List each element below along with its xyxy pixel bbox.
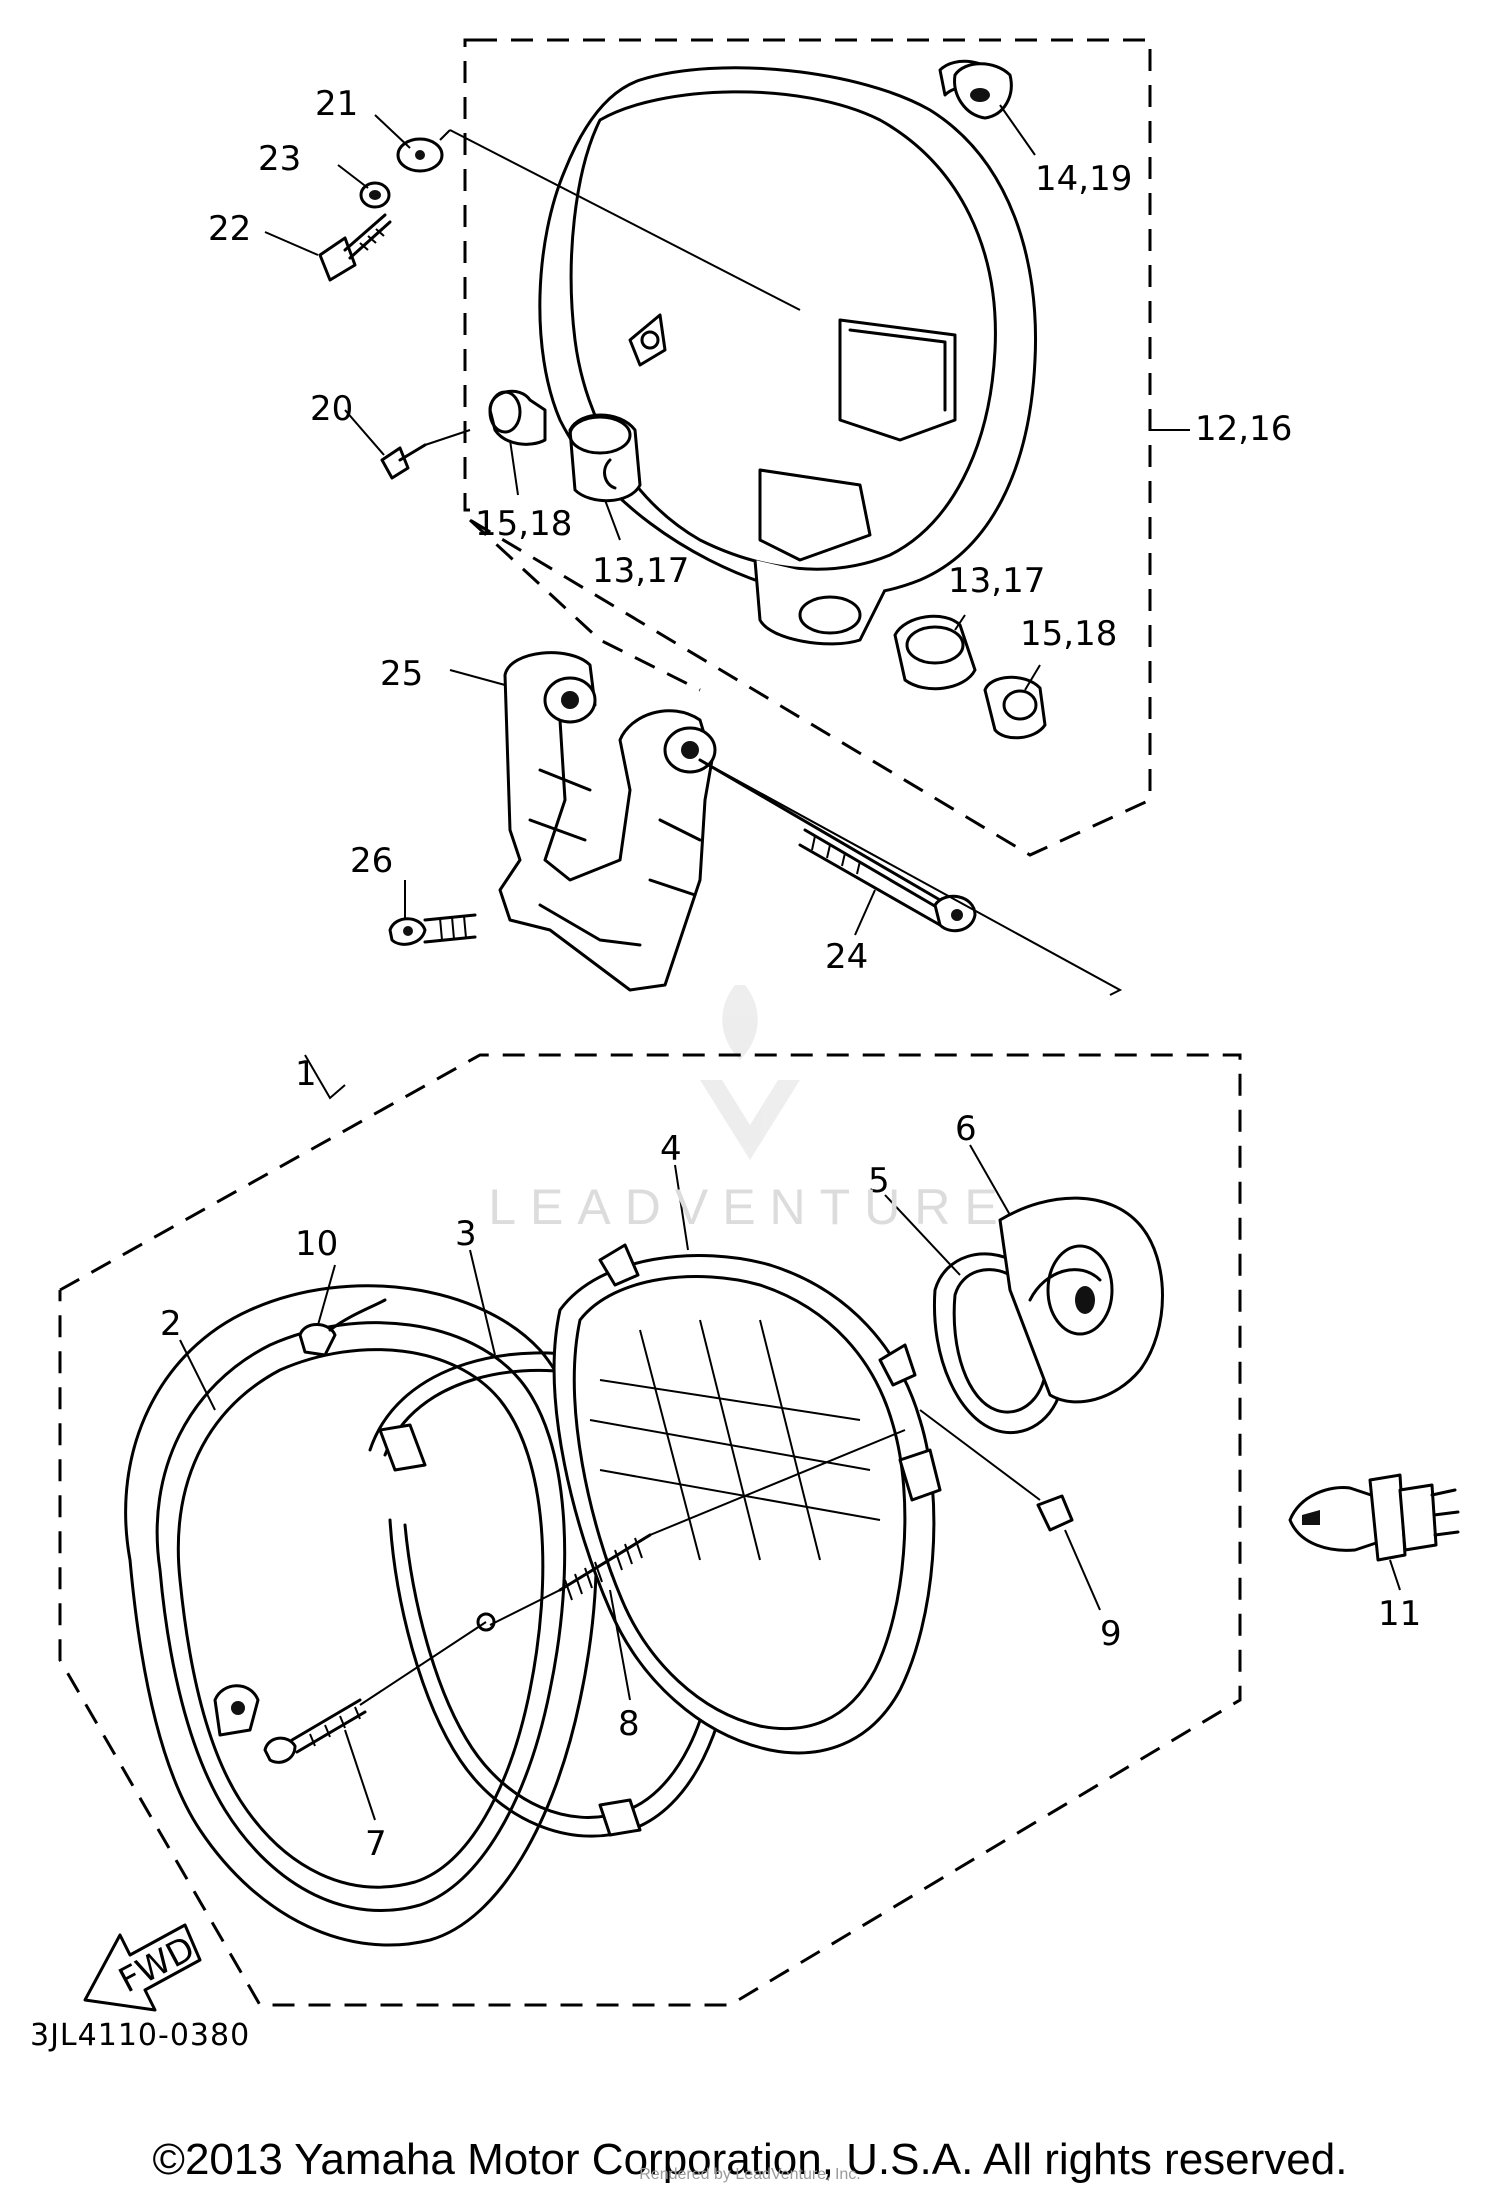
collar-part-15-18-left: [488, 389, 547, 446]
watermark-logo: [700, 985, 800, 1160]
adjusting-screw-part-7: [263, 1621, 487, 1764]
bulb-part-11: [1288, 1473, 1460, 1562]
callout-21: 21: [315, 84, 358, 124]
bolt-part-22: [318, 213, 392, 282]
callout-1: 1: [295, 1054, 317, 1094]
diagram-code: 3JL4110-0380: [30, 2018, 251, 2053]
headlight-housing: [439, 59, 1038, 646]
callout-11: 11: [1378, 1594, 1421, 1634]
bolt-part-24: [698, 758, 1123, 996]
clip-part-10: [298, 1298, 387, 1357]
socket-cover-part-6: [998, 1196, 1164, 1404]
clip-part-9: [919, 1409, 1074, 1532]
callout-8: 8: [618, 1704, 640, 1744]
damper-part-13-17-left: [568, 413, 642, 503]
callout-24: 24: [825, 937, 868, 977]
callout-leaders: [179, 104, 1401, 1821]
damper-part-13-17-right: [893, 614, 977, 691]
headlight-lens-part-4: [552, 1243, 942, 1755]
callout-labels: 21 23 22 14,19 20 12,16 15,18 13,17 13,1…: [160, 84, 1421, 1864]
callout-23: 23: [258, 139, 301, 179]
render-credit: Rendered by LeadVenture, Inc.: [639, 2166, 861, 2183]
lock-washer-part-23: [359, 181, 391, 209]
callout-26: 26: [350, 841, 393, 881]
callout-6: 6: [955, 1109, 977, 1149]
callout-15-18-right: 15,18: [1020, 614, 1117, 654]
spring-part-8: [489, 1429, 906, 1626]
callout-13-17-right: 13,17: [948, 561, 1045, 601]
callout-12-16: 12,16: [1195, 409, 1292, 449]
callout-15-18-left: 15,18: [475, 504, 572, 544]
watermark-text: LEADVENTURE: [488, 1179, 1012, 1235]
collar-part-15-18-right: [983, 675, 1047, 740]
callout-4: 4: [660, 1129, 682, 1169]
callout-25: 25: [380, 654, 423, 694]
callout-10: 10: [295, 1224, 338, 1264]
screw-part-26: [388, 913, 477, 946]
callout-3: 3: [455, 1214, 477, 1254]
callout-22: 22: [208, 209, 251, 249]
grommet-part-14-19: [953, 62, 1013, 120]
headlight-unit-group-outline: [58, 1053, 1242, 2007]
callout-13-17-left: 13,17: [592, 551, 689, 591]
callout-2: 2: [160, 1304, 182, 1344]
screw-part-20: [380, 429, 471, 480]
bracket-part-25: [498, 651, 717, 992]
callout-5: 5: [868, 1161, 890, 1201]
headlight-rim-part-2: [124, 1284, 598, 1947]
copyright-notice: ©2013 Yamaha Motor Corporation, U.S.A. A…: [152, 2135, 1348, 2184]
callout-20: 20: [310, 389, 353, 429]
callout-14-19: 14,19: [1035, 159, 1132, 199]
callout-7: 7: [365, 1824, 387, 1864]
housing-group-outline: [463, 38, 1152, 857]
callout-9: 9: [1100, 1614, 1122, 1654]
fwd-arrow-icon: FWD: [83, 1923, 202, 2012]
